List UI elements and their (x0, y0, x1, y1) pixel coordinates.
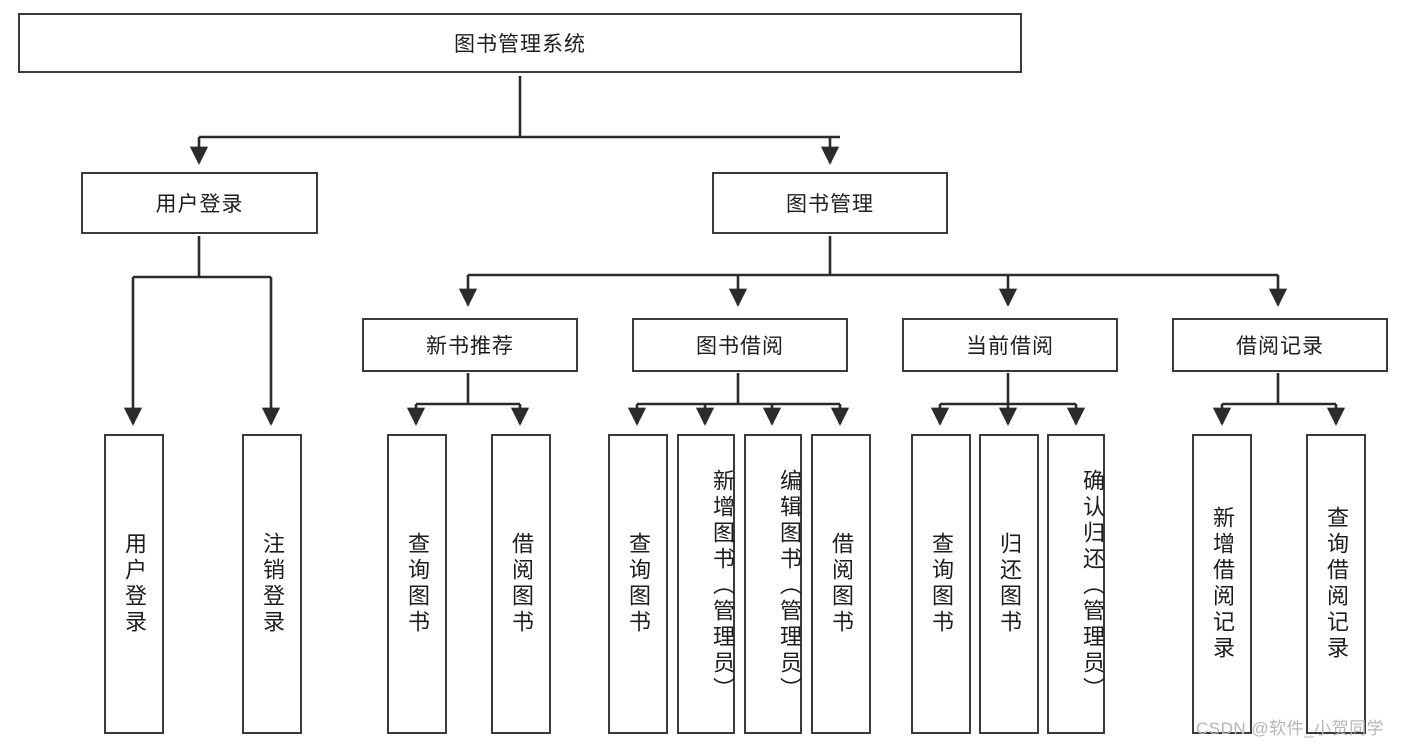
node-label: 注销登录 (260, 532, 285, 636)
node-label: 新增借阅记录 (1210, 506, 1235, 662)
leaf-current-borrow-confirm-return-admin[interactable]: 确认归还（管理员） (1047, 434, 1105, 734)
leaf-user-login-login[interactable]: 用户登录 (104, 434, 164, 734)
leaf-book-borrow-add-book-admin[interactable]: 新增图书（管理员） (677, 434, 735, 734)
node-label: 查询借阅记录 (1324, 506, 1349, 662)
leaf-current-borrow-return-books[interactable]: 归还图书 (979, 434, 1039, 734)
node-label: 归还图书 (997, 532, 1022, 636)
leaf-user-login-logout[interactable]: 注销登录 (242, 434, 302, 734)
node-label: 查询图书 (405, 532, 430, 636)
node-label: 图书借阅 (696, 335, 784, 358)
node-label: 借阅记录 (1236, 335, 1324, 358)
leaf-book-borrow-edit-book-admin[interactable]: 编辑图书（管理员） (744, 434, 802, 734)
leaf-new-book-borrow-books[interactable]: 借阅图书 (491, 434, 551, 734)
node-label: 图书管理 (786, 193, 874, 216)
leaf-book-borrow-query-books[interactable]: 查询图书 (608, 434, 668, 734)
node-label: 确认归还（管理员） (1080, 469, 1105, 703)
node-label: 新书推荐 (426, 335, 514, 358)
node-label: 借阅图书 (509, 532, 534, 636)
node-label: 编辑图书（管理员） (777, 469, 802, 703)
leaf-borrow-record-query-record[interactable]: 查询借阅记录 (1306, 434, 1366, 734)
leaf-new-book-query-books[interactable]: 查询图书 (387, 434, 447, 734)
node-borrow-record[interactable]: 借阅记录 (1172, 318, 1388, 372)
node-user-login[interactable]: 用户登录 (81, 172, 318, 234)
node-label: 新增图书（管理员） (710, 469, 735, 703)
node-label: 图书管理系统 (454, 33, 586, 56)
node-label: 用户登录 (155, 193, 244, 216)
node-current-borrow[interactable]: 当前借阅 (902, 318, 1118, 372)
node-new-book-recommend[interactable]: 新书推荐 (362, 318, 578, 372)
node-root-book-management-system[interactable]: 图书管理系统 (18, 13, 1022, 73)
node-book-borrow[interactable]: 图书借阅 (632, 318, 848, 372)
node-label: 借阅图书 (829, 532, 854, 636)
leaf-book-borrow-borrow-books[interactable]: 借阅图书 (811, 434, 871, 734)
node-book-management[interactable]: 图书管理 (712, 172, 948, 234)
leaf-borrow-record-add-record[interactable]: 新增借阅记录 (1192, 434, 1252, 734)
leaf-current-borrow-query-books[interactable]: 查询图书 (911, 434, 971, 734)
csdn-watermark: CSDN @软件_小贺同学 (1196, 719, 1385, 738)
node-label: 当前借阅 (966, 335, 1054, 358)
node-label: 查询图书 (929, 532, 954, 636)
node-label: 查询图书 (626, 532, 651, 636)
node-label: 用户登录 (122, 532, 147, 636)
